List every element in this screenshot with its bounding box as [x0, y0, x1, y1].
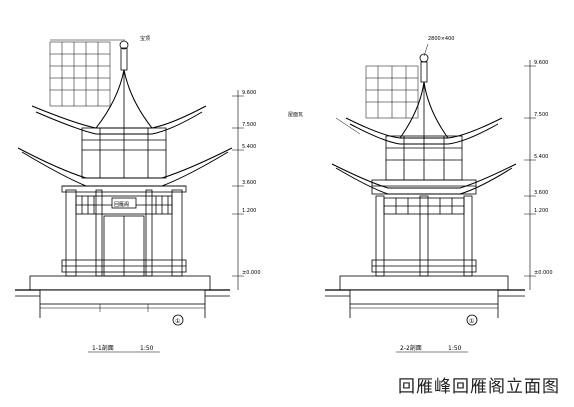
right-level-0: ±0.000: [534, 270, 553, 276]
left-level-1: 1.200: [242, 208, 256, 214]
right-scale: 1:50: [448, 345, 462, 352]
right-top-note: 2800×400: [428, 36, 454, 42]
left-title: 1-1剖面: [92, 344, 114, 352]
right-level-5: 9.600: [534, 60, 548, 66]
right-title: 2-2剖面: [400, 344, 422, 352]
right-elevation: [325, 43, 536, 353]
left-scale: 1:50: [140, 345, 154, 352]
right-axis-label: ①: [469, 318, 474, 325]
left-level-3: 5.400: [242, 144, 256, 150]
left-level-4: 7.500: [242, 122, 256, 128]
left-elevation: [15, 39, 244, 353]
left-level-2: 3.600: [242, 180, 256, 186]
left-level-0: ±0.000: [242, 270, 261, 276]
right-elevation-labels: 2800×400 屋面瓦 ① 2-2剖面 1:50 ±0.000 1.200 3…: [288, 36, 553, 352]
left-top-note: 宝顶: [140, 35, 150, 42]
right-level-3: 5.400: [534, 154, 548, 160]
left-plaque: 回雁阁: [114, 201, 129, 208]
right-side-note: 屋面瓦: [288, 112, 303, 118]
lattice-left: [81, 196, 169, 214]
right-level-2: 3.600: [534, 190, 548, 196]
right-level-1: 1.200: [534, 208, 548, 214]
right-level-4: 7.500: [534, 112, 548, 118]
left-level-5: 9.600: [242, 90, 256, 96]
image-caption: 回雁峰回雁阁立面图: [398, 377, 560, 397]
left-axis-label: ①: [175, 318, 180, 325]
left-elevation-labels: 宝顶 回雁阁 ① 1-1剖面 1:50 ±0.000 1.200 3.600 5…: [92, 35, 261, 352]
